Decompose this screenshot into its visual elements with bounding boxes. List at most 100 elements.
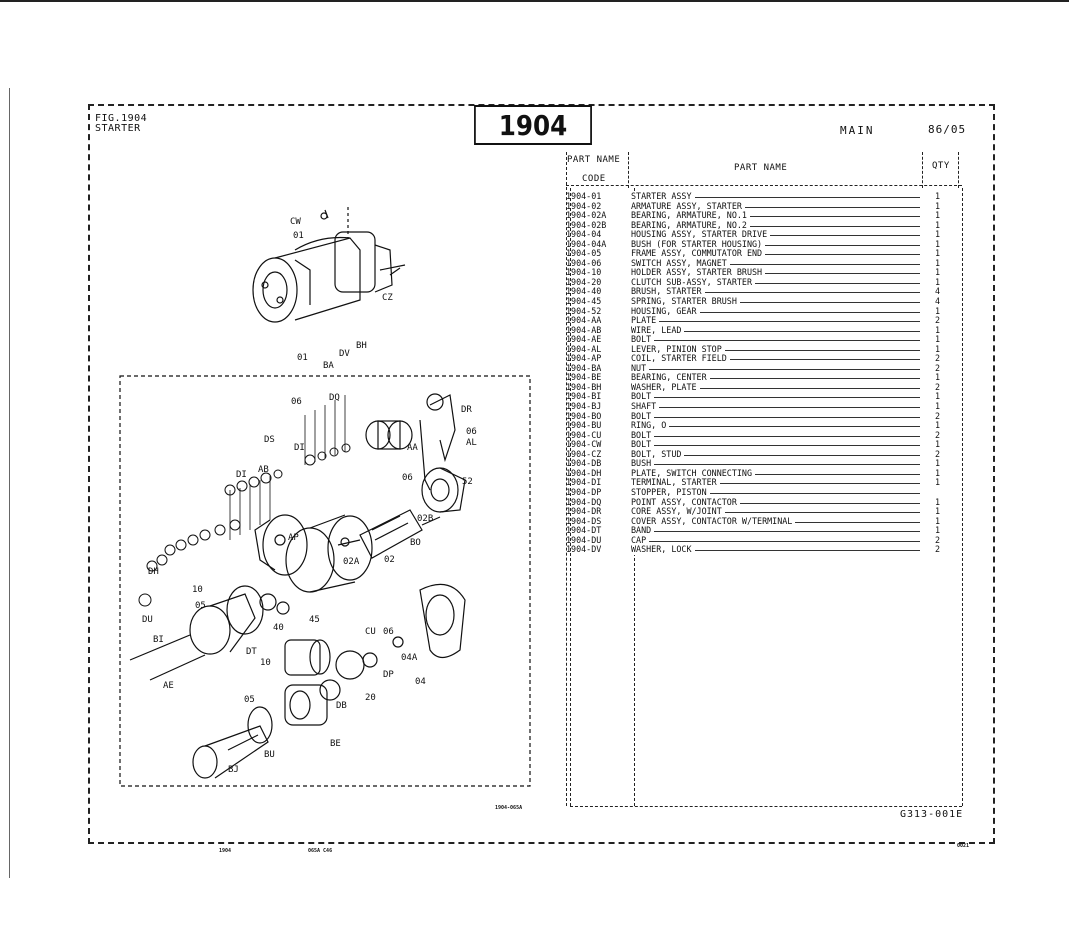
part-name: BOLT [631, 411, 655, 422]
part-name: BAND [631, 526, 655, 536]
part-qty: 2 [935, 429, 941, 440]
callout-di: DI [294, 443, 305, 453]
part-name: BEARING, ARMATURE, NO.2 [631, 220, 750, 231]
callout-dr: DR [461, 405, 472, 415]
part-name: SHAFT [631, 402, 660, 412]
exploded-diagram: CW 01 CZ BA DV BH 01 06 DQ DR 06 AL DS D… [119, 207, 531, 787]
callout-be: BE [330, 739, 341, 749]
part-name: PLATE, SWITCH CONNECTING [631, 468, 756, 479]
part-name: ARMATURE ASSY, STARTER [631, 201, 745, 212]
leader-line [634, 368, 920, 370]
part-code: 1904-CZ [566, 448, 602, 459]
part-code: 1904-01 [566, 191, 602, 201]
part-name: BOLT [631, 430, 655, 441]
leader-line [634, 540, 920, 542]
part-code: 1904-02A [566, 210, 607, 221]
parts-list: 1904-01 STARTER ASSY 1 1904-02 ARMATURE ASSY… [564, 191, 964, 555]
callout-01b: 01 [297, 353, 308, 363]
part-code: 1904-BU [566, 420, 602, 431]
part-code: 1904-DP [566, 486, 602, 497]
part-qty: 1 [935, 219, 941, 230]
part-name: STARTER ASSY [631, 191, 695, 202]
leader-line [634, 330, 920, 332]
magnet-switch-illustration [365, 393, 456, 491]
end-frame-illustration [129, 585, 290, 681]
part-name: BEARING, CENTER [631, 373, 710, 383]
leader-line [634, 512, 920, 514]
callout-04a: 04A [401, 653, 418, 663]
leader-line [634, 206, 920, 208]
part-name: HOLDER ASSY, STARTER BRUSH [631, 268, 766, 278]
callout-10b: 10 [260, 658, 271, 668]
part-name: COIL, STARTER FIELD [631, 354, 730, 364]
part-name: HOUSING, GEAR [631, 306, 700, 317]
part-qty: 2 [935, 410, 941, 421]
leader-line [634, 263, 920, 265]
shaft-illustration [192, 725, 269, 779]
part-name: BEARING, ARMATURE, NO.1 [631, 211, 750, 221]
part-code: 1904-45 [566, 296, 602, 307]
part-qty: 1 [935, 391, 941, 402]
part-qty: 1 [935, 257, 941, 268]
leader-line [634, 550, 920, 552]
bottom-left-mark: 1904 [219, 848, 232, 854]
leader-line [634, 235, 920, 237]
part-qty: 1 [935, 477, 941, 488]
part-code: 1904-DH [566, 467, 602, 478]
leader-line [634, 244, 920, 246]
leader-line [634, 349, 920, 351]
part-name: FRAME ASSY, COMMUTATOR END [631, 249, 766, 259]
callout-dv: DV [339, 349, 350, 359]
part-qty: 1 [935, 343, 941, 354]
part-name: CLUTCH SUB-ASSY, STARTER [631, 277, 756, 288]
part-code: 1904-DS [566, 515, 602, 526]
part-code: 1904-DB [566, 458, 602, 469]
leader-line [634, 302, 920, 304]
leader-line [634, 502, 920, 504]
part-code: 1904-CU [566, 429, 602, 440]
drive-housing-illustration [392, 583, 466, 659]
callout-40: 40 [273, 623, 284, 633]
part-qty: 1 [935, 515, 941, 526]
part-name: POINT ASSY, CONTACTOR [631, 497, 740, 507]
part-name: CORE ASSY, W/JOINT [631, 507, 725, 517]
part-name: BOLT, STUD [631, 449, 685, 460]
leader-line [634, 454, 920, 456]
part-code: 1904-02 [566, 200, 602, 211]
callout-01: 01 [293, 231, 304, 241]
part-code: 1904-BJ [566, 401, 602, 412]
part-code: 1904-DI [566, 477, 602, 488]
part-code: 1904-BE [566, 372, 602, 383]
part-qty: 2 [935, 534, 941, 545]
part-name: TERMINAL, STARTER [631, 478, 720, 488]
part-name: CAP [631, 535, 650, 546]
callout-bi: BI [153, 635, 164, 645]
leader-line [634, 407, 920, 409]
leader-line [634, 254, 920, 256]
document-code: G313-001E [900, 809, 964, 820]
part-name: SPRING, STARTER BRUSH [631, 297, 740, 307]
leader-line [634, 359, 920, 361]
part-code: 1904-52 [566, 305, 602, 316]
leader-line [634, 311, 920, 313]
part-qty: 1 [935, 267, 941, 278]
part-code: 1904-04A [566, 238, 607, 249]
callout-bu: BU [264, 750, 275, 760]
part-code: 1904-DR [566, 506, 602, 517]
callout-ba: BA [323, 361, 334, 371]
callout-06d: 06 [383, 627, 394, 637]
callout-db: DB [336, 701, 347, 711]
left-edge-line [9, 88, 10, 878]
